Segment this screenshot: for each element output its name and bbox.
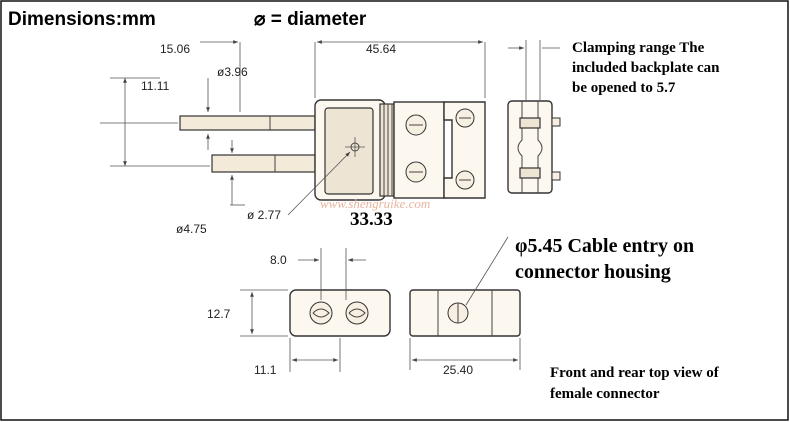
diameter-legend: ⌀ = diameter [254,9,367,30]
dim-33-33: 33.33 [350,209,393,230]
side-view [179,99,486,201]
rear-screw-bottom [551,171,561,181]
dim-15-06: 15.06 [160,42,190,56]
front-view [240,248,391,372]
dim-dia-4-75: ø4.75 [176,222,207,236]
cable-entry-note-line-1: φ5.45 Cable entry on [515,235,694,257]
clamping-note-line-3: be opened to 5.7 [572,80,676,96]
units-heading: Dimensions:mm [8,9,156,30]
front-socket-left [309,301,333,325]
cable-entry-note-line-2: connector housing [515,261,671,283]
watermark: www.shengruike.com [320,196,430,211]
views-note-line-2: female connector [550,386,660,402]
rear-screw-top [551,117,561,127]
dim-12-7: 12.7 [207,307,231,321]
lower-pin [211,154,316,173]
dim-8-0: 8.0 [270,253,287,267]
rear-view-housing [507,100,553,194]
dim-45-64: 45.64 [366,42,396,56]
dim-25-40: 25.40 [443,363,473,377]
rear-clamp-bottom [519,167,541,179]
dim-dia-3-96: ø3.96 [217,65,248,79]
dim-11-11: 11.11 [141,79,170,93]
front-socket-right [345,301,369,325]
rear-clamp-top [519,117,541,129]
side-view-dimensions [100,40,486,216]
body-inner-panel [324,107,374,195]
front-view-housing [289,289,391,337]
dim-dia-2-77: ø 2.77 [247,208,281,222]
views-note-line-1: Front and rear top view of [550,365,720,381]
rear-view [507,40,561,194]
clamping-note-line-2: included backplate can [572,60,720,76]
top-view [409,236,521,370]
upper-pin [179,115,316,131]
backplate [443,101,486,199]
cable-entry-leader [465,236,509,306]
dim-11-1: 11.1 [254,363,277,377]
clamping-note-line-1: Clamping range The [572,40,705,56]
